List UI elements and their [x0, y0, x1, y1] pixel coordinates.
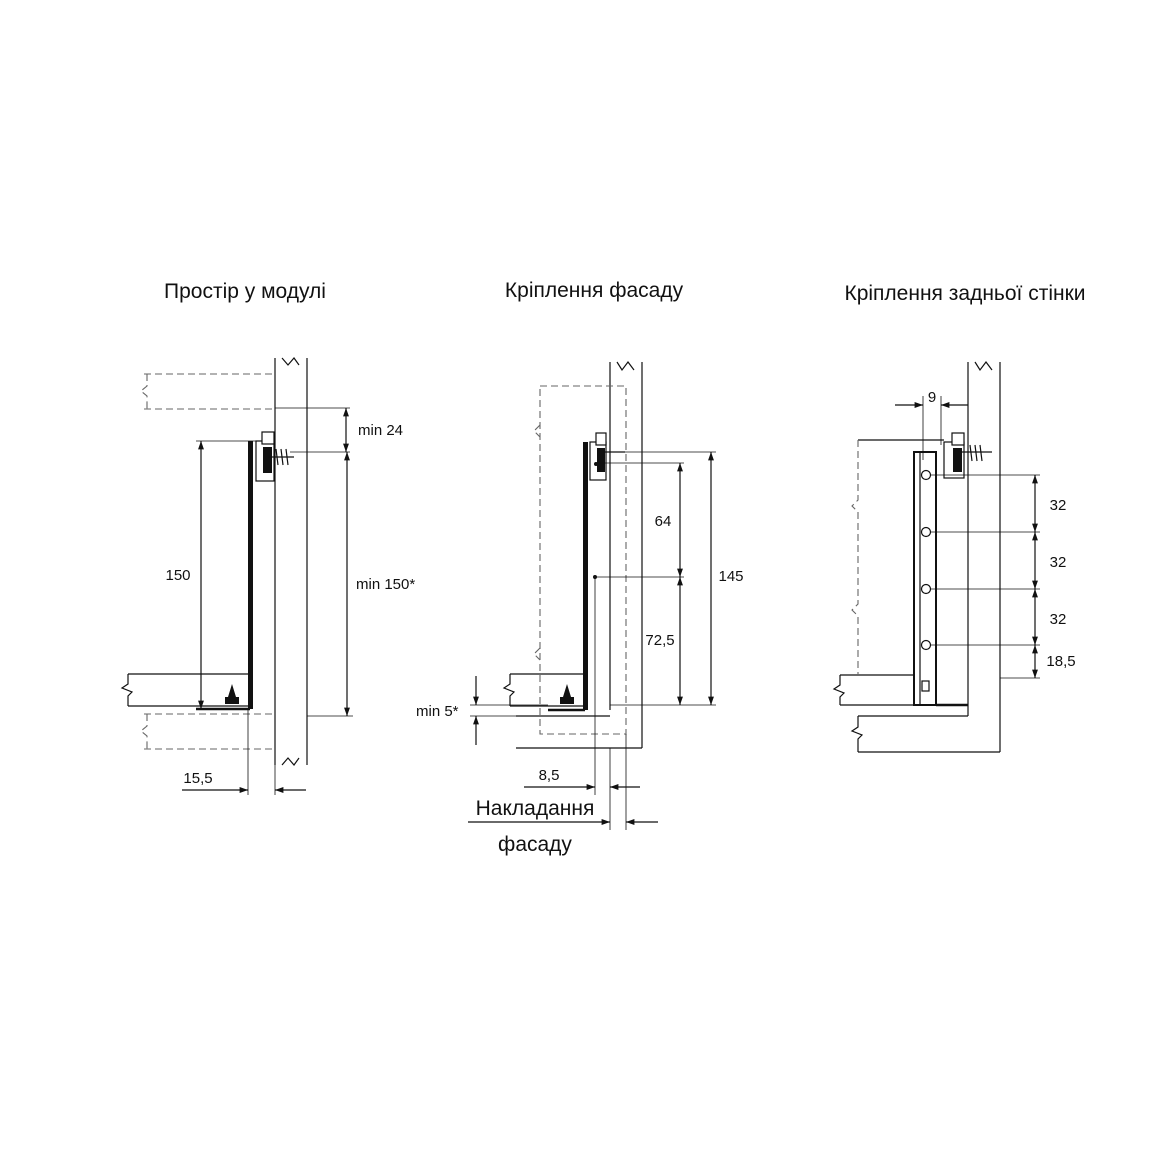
dim-32-a: 32: [1050, 497, 1067, 514]
diagram-space: min 24 150 min 150* 15,5: [120, 357, 415, 795]
dimensions-back: [851, 396, 1040, 679]
dim-150: 150: [165, 567, 190, 584]
title-space: Простір у модулі: [164, 280, 326, 303]
dimensions-space: [182, 407, 353, 795]
back-bracket: [913, 451, 968, 707]
diagram-facade: 64 145 72,5 min 5* 8,5 Накладання фасаду: [416, 361, 744, 856]
title-facade: Кріплення фасаду: [505, 279, 684, 302]
caption-overlay-line2: фасаду: [498, 833, 572, 856]
dim-18-5: 18,5: [1046, 653, 1075, 670]
dim-15-5: 15,5: [183, 770, 212, 787]
dim-min150: min 150*: [356, 576, 415, 593]
caption-overlay-line1: Накладання: [476, 797, 595, 820]
dim-64: 64: [655, 513, 672, 530]
side-wall: [850, 361, 1001, 753]
drawer-side-profile: [196, 431, 294, 711]
drawer-side-profile: [548, 432, 625, 712]
dim-min24: min 24: [358, 422, 403, 439]
dim-32-c: 32: [1050, 611, 1067, 628]
dim-min5: min 5*: [416, 703, 459, 720]
lower-drawer-outline: [140, 713, 275, 750]
dim-145: 145: [718, 568, 743, 585]
dim-9: 9: [928, 389, 936, 406]
drawer-bottom: [832, 674, 915, 706]
dimensions-facade: [468, 451, 716, 830]
title-back: Кріплення задньої стінки: [844, 282, 1085, 305]
dim-72-5: 72,5: [645, 632, 674, 649]
runner-hook: [943, 432, 992, 479]
dim-32-b: 32: [1050, 554, 1067, 571]
drawer-bottom: [120, 673, 252, 707]
facade-outline: [533, 385, 627, 735]
side-wall: [274, 357, 308, 766]
dim-8-5: 8,5: [539, 767, 560, 784]
drawer-bottom: [502, 673, 586, 707]
diagram-back: 9 32 32 32 18,5: [832, 361, 1076, 753]
upper-drawer-outline: [140, 373, 275, 410]
side-wall: [516, 361, 643, 749]
